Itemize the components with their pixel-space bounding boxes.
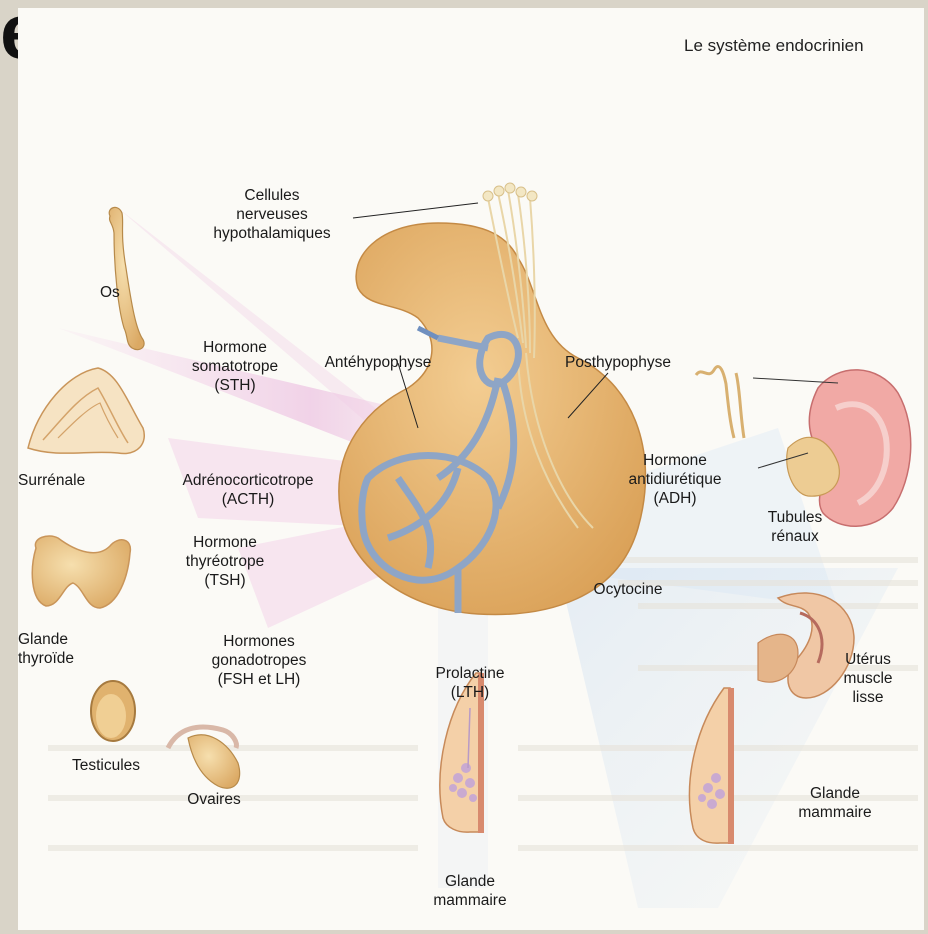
label-hormone-thyreotrope: Hormone thyréotrope (TSH) xyxy=(160,533,290,590)
label-tubules-renaux: Tubules rénaux xyxy=(740,508,850,546)
label-os: Os xyxy=(100,283,120,302)
label-prolactine: Prolactine (LTH) xyxy=(410,664,530,702)
bone-drawing xyxy=(109,207,144,349)
testicle-drawing xyxy=(91,681,135,741)
label-hormone-somatotrope: Hormone somatotrope (STH) xyxy=(170,338,300,395)
diagram-panel: Le système endocrinien Cellules nerveuse… xyxy=(18,8,924,930)
label-adrenocorticotrope: Adrénocorticotrope (ACTH) xyxy=(158,471,338,509)
label-glande-mammaire-center: Glande mammaire xyxy=(410,872,530,910)
label-glande-mammaire-right: Glande mammaire xyxy=(780,784,890,822)
thyroid-drawing xyxy=(32,536,130,608)
label-uterus: Utérus muscle lisse xyxy=(826,650,910,707)
label-surrenale: Surrénale xyxy=(18,471,85,490)
page-header-title: Le système endocrinien xyxy=(684,36,864,56)
adrenal-drawing xyxy=(28,368,144,453)
ovary-drawing xyxy=(168,727,240,788)
label-cellules-nerveuses: Cellules nerveuses hypothalamiques xyxy=(192,186,352,243)
pituitary-gland xyxy=(339,183,646,614)
label-hormone-antidiuretique: Hormone antidiurétique (ADH) xyxy=(610,451,740,508)
label-ovaires: Ovaires xyxy=(164,790,264,809)
label-antehypophyse: Antéhypophyse xyxy=(303,353,453,372)
label-posthypophyse: Posthypophyse xyxy=(543,353,693,372)
label-hormones-gonadotropes: Hormones gonadotropes (FSH et LH) xyxy=(184,632,334,689)
label-ocytocine: Ocytocine xyxy=(568,580,688,599)
label-testicules: Testicules xyxy=(72,756,140,775)
label-glande-thyroide: Glande thyroïde xyxy=(18,630,74,668)
